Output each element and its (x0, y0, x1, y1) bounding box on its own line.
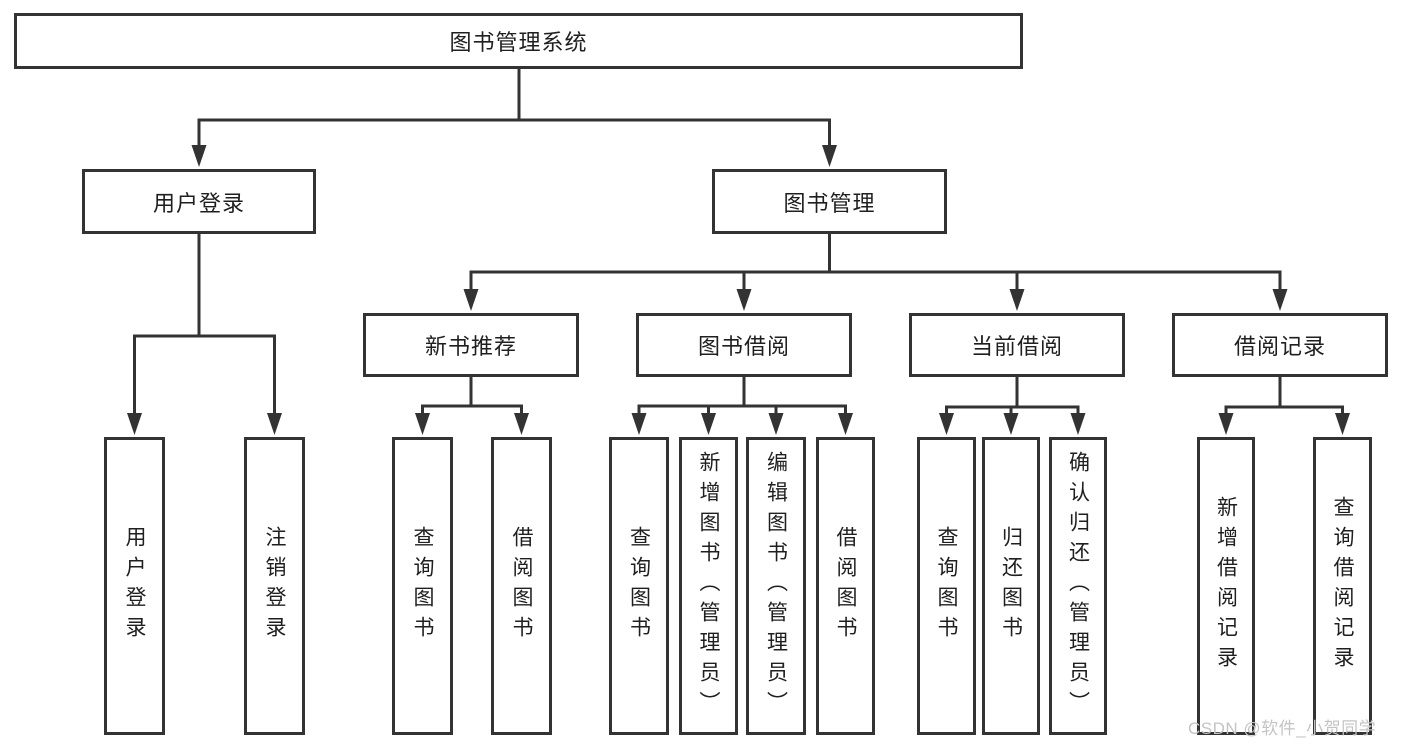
node-user-login: 用户登录 (82, 169, 316, 234)
leaf-return-book: 归还图书 (982, 437, 1040, 735)
leaf-user-login: 用户登录 (104, 437, 165, 735)
node-new-book-recommendation: 新书推荐 (363, 313, 579, 377)
leaf-query-books-3: 查询图书 (917, 437, 976, 735)
node-book-management: 图书管理 (712, 169, 947, 234)
leaf-borrow-books-2: 借阅图书 (816, 437, 875, 735)
leaf-logout: 注销登录 (244, 437, 305, 735)
node-library-management-system: 图书管理系统 (14, 13, 1023, 69)
leaf-query-books-2: 查询图书 (609, 437, 669, 735)
leaf-confirm-return-admin: 确认归还（管理员） (1049, 437, 1107, 735)
leaf-add-borrow-record: 新增借阅记录 (1197, 437, 1255, 735)
leaf-borrow-books-1: 借阅图书 (491, 437, 552, 735)
node-borrowing-records: 借阅记录 (1172, 313, 1388, 377)
node-book-borrowing: 图书借阅 (636, 313, 852, 377)
leaf-query-books-1: 查询图书 (392, 437, 453, 735)
csdn-watermark: CSDN @软件_小贺同学 (1188, 719, 1377, 738)
leaf-add-book-admin: 新增图书（管理员） (679, 437, 738, 735)
node-current-borrowing: 当前借阅 (909, 313, 1125, 377)
leaf-edit-book-admin: 编辑图书（管理员） (746, 437, 806, 735)
leaf-query-borrow-record: 查询借阅记录 (1313, 437, 1372, 735)
